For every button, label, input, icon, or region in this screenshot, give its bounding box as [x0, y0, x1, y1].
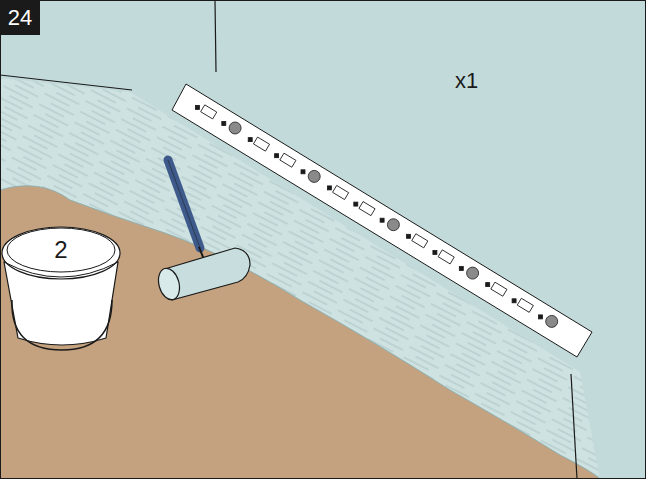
bucket-number: 2: [54, 238, 67, 262]
quantity-label: x1: [455, 70, 478, 92]
step-number: 24: [8, 7, 32, 29]
step-number-box: 24: [0, 0, 40, 35]
tape-strip: [172, 84, 592, 357]
paint-roller: [155, 160, 250, 302]
bucket: [2, 227, 120, 350]
